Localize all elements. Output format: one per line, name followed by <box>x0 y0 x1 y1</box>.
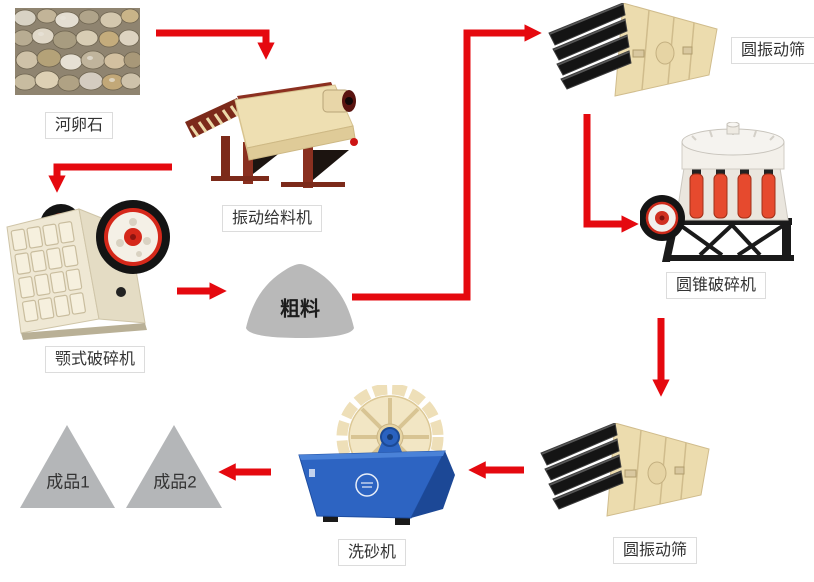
label-feeder-text: 振动给料机 <box>232 210 313 227</box>
label-screen-bottom-text: 圆振动筛 <box>623 542 688 559</box>
label-jaw-crusher: 颚式破碎机 <box>45 346 146 373</box>
label-pebbles-text: 河卵石 <box>55 117 104 134</box>
product2-text: 成品2 <box>153 472 197 492</box>
label-washer-text: 洗砂机 <box>348 544 397 561</box>
jaw-crusher-image <box>3 197 175 342</box>
product1-shape: 成品1 <box>20 425 115 508</box>
vibrating-feeder-image <box>185 80 362 192</box>
vibrating-screen-bottom-image <box>539 423 711 518</box>
label-washer: 洗砂机 <box>338 539 407 566</box>
arrow-feeder-to-jaw-crusher <box>48 163 172 193</box>
arrow-screen-top-to-cone-crusher <box>583 114 639 233</box>
label-feeder: 振动给料机 <box>222 205 323 232</box>
arrow-pebbles-to-feeder <box>156 29 275 60</box>
label-screen-top-text: 圆振动筛 <box>741 42 806 59</box>
product1-text: 成品1 <box>46 472 90 492</box>
label-screen-bottom: 圆振动筛 <box>613 537 698 564</box>
product2-shape: 成品2 <box>126 425 222 508</box>
cone-crusher-image <box>640 122 797 265</box>
arrow-coarse-to-screen-top <box>352 24 542 301</box>
coarse-material-shape: 粗料 <box>244 262 356 340</box>
vibrating-screen-top-image <box>547 3 719 98</box>
label-pebbles: 河卵石 <box>45 112 114 139</box>
label-cone-crusher-text: 圆锥破碎机 <box>676 277 757 294</box>
river-pebbles-image <box>15 8 140 95</box>
label-jaw-crusher-text: 颚式破碎机 <box>55 351 136 368</box>
sand-washer-image <box>295 385 458 530</box>
coarse-material-text: 粗料 <box>280 298 320 321</box>
label-screen-top: 圆振动筛 <box>731 37 814 64</box>
label-cone-crusher: 圆锥破碎机 <box>666 272 767 299</box>
